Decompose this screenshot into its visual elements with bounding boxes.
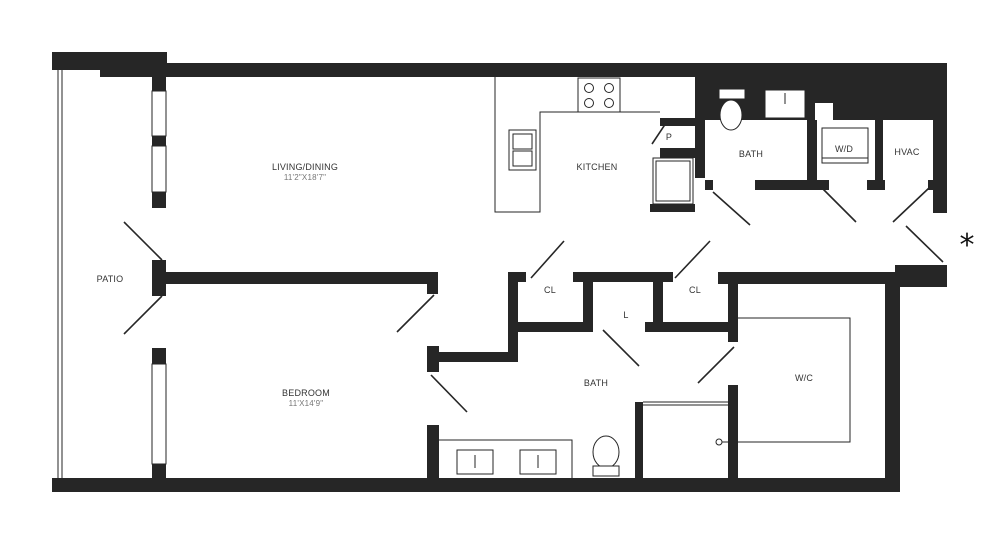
washer-dryer-label: W/D	[835, 144, 853, 154]
patio-label: PATIO	[97, 274, 124, 284]
washer-dryer-icon	[821, 127, 869, 164]
bath-top-label: BATH	[739, 149, 763, 159]
bedroom-door[interactable]	[396, 294, 435, 333]
walk-in-closet-door[interactable]	[697, 346, 735, 384]
closet-right-label: CL	[689, 285, 701, 295]
patio-door-upper[interactable]	[123, 221, 163, 261]
bath-main-door[interactable]	[430, 374, 468, 413]
pantry-door[interactable]	[651, 119, 669, 145]
closet-left-label: CL	[544, 285, 556, 295]
interior-walls	[152, 63, 947, 478]
patio	[57, 63, 167, 478]
pantry-label: P	[666, 132, 672, 142]
bath-door[interactable]	[712, 191, 751, 226]
living-dining-label: LIVING/DINING	[272, 162, 338, 172]
refrigerator-icon	[652, 157, 694, 205]
closet-left-door[interactable]	[530, 240, 565, 279]
linen-label: L	[623, 310, 628, 320]
top-bath-fixtures	[718, 88, 869, 164]
living-dining-size: 11'2"X18'7"	[284, 173, 326, 182]
exterior-walls	[52, 52, 947, 492]
patio-door-lower[interactable]	[123, 295, 163, 335]
walk-in-closet-label: W/C	[795, 373, 813, 383]
shower-head-icon	[715, 438, 728, 446]
vanity-sink-right-icon	[519, 449, 557, 475]
room-labels: LIVING/DINING 11'2"X18'7" KITCHEN P BATH…	[97, 132, 975, 408]
closet-right-door[interactable]	[674, 240, 711, 279]
walk-in-closet-outline	[738, 317, 851, 443]
bedroom-label: BEDROOM	[282, 388, 330, 398]
entry-marker: *	[960, 228, 975, 263]
hvac-label: HVAC	[894, 147, 919, 157]
toilet-icon	[719, 99, 743, 131]
bedroom-size: 11'X14'9"	[289, 399, 324, 408]
doors	[396, 187, 944, 413]
washer-dryer-door[interactable]	[821, 187, 857, 223]
kitchen-label: KITCHEN	[577, 162, 618, 172]
bath-main-label: BATH	[584, 378, 608, 388]
kitchen-fixtures	[494, 77, 694, 213]
cooktop-icon	[577, 77, 621, 113]
vanity-sink-left-icon	[456, 449, 494, 475]
hvac-door[interactable]	[892, 187, 930, 223]
entry-door[interactable]	[905, 225, 944, 263]
main-bath-fixtures	[439, 435, 728, 478]
main-toilet-icon	[592, 435, 620, 469]
linen-door[interactable]	[602, 329, 640, 367]
